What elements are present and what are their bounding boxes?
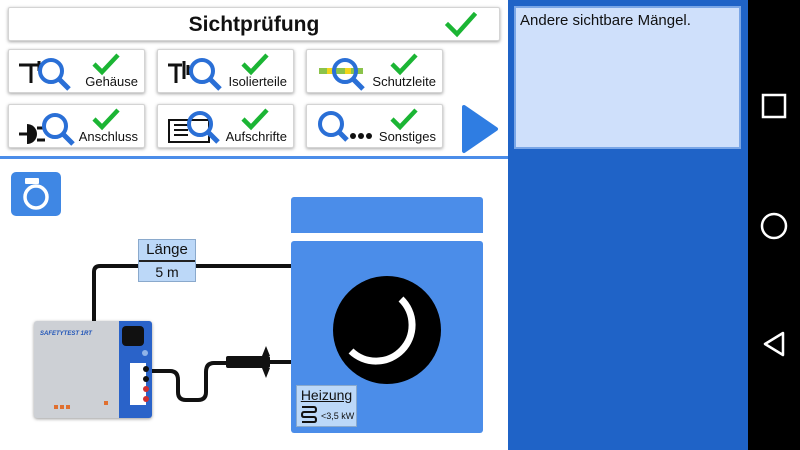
page-title: Sichtprüfung — [188, 13, 320, 36]
check-icon — [390, 53, 418, 76]
socket — [122, 326, 144, 346]
divider — [0, 156, 747, 159]
washing-machine — [291, 241, 483, 433]
length-value: 5 m — [155, 264, 179, 280]
tile-isolierteile[interactable]: Isolierteile — [157, 49, 294, 93]
safetytest-device: SAFETYTEST 1RT — [34, 321, 152, 418]
other-magnifier-icon — [318, 111, 372, 142]
tile-aufschriften[interactable]: Aufschrifte — [157, 104, 294, 148]
heating-coil-icon — [300, 406, 318, 423]
check-icon — [241, 53, 269, 76]
tile-gehaeuse[interactable]: Gehäuse — [8, 49, 145, 93]
title-bar: Sichtprüfung — [8, 7, 500, 41]
device-name: SAFETYTEST 1RT — [40, 331, 92, 337]
tile-label: Schutzleite — [372, 74, 436, 89]
plug-body — [226, 356, 270, 368]
length-title: Länge — [146, 241, 188, 258]
tile-label: Anschluss — [78, 129, 138, 144]
check-icon — [92, 53, 120, 76]
tile-schutzleiter[interactable]: Schutzleite — [306, 49, 443, 93]
heating-title: Heizung — [300, 387, 353, 403]
appliance-top — [291, 197, 483, 233]
label-magnifier-icon — [168, 111, 220, 144]
back-button[interactable] — [761, 330, 789, 358]
home-button[interactable] — [759, 211, 789, 241]
tile-label: Isolierteile — [228, 74, 287, 89]
heating-label: Heizung <3,5 kW — [296, 385, 357, 427]
notes-text: Andere sichtbare Mängel. — [520, 12, 691, 29]
housing-magnifier-icon — [19, 58, 71, 91]
tile-label: Sonstiges — [378, 129, 436, 144]
check-icon — [390, 108, 418, 131]
cable-length-label: Länge 5 m — [138, 239, 196, 282]
android-nav-bar — [748, 0, 800, 450]
check-icon — [445, 12, 477, 38]
check-icon — [92, 108, 120, 131]
drum-icon — [333, 276, 441, 384]
camera-button[interactable] — [11, 172, 61, 216]
ground-wire-magnifier-icon — [319, 58, 365, 91]
next-arrow-button[interactable] — [458, 104, 500, 154]
check-icon — [241, 108, 269, 131]
notes-field[interactable]: Andere sichtbare Mängel. — [514, 6, 741, 149]
heating-value: <3,5 kW — [321, 411, 355, 421]
tile-anschluss[interactable]: Anschluss — [8, 104, 145, 148]
tile-sonstiges[interactable]: Sonstiges — [306, 104, 443, 148]
tile-label: Aufschrifte — [225, 129, 287, 144]
plug-magnifier-icon — [19, 113, 75, 146]
recent-apps-button[interactable] — [761, 93, 787, 119]
insulation-magnifier-icon — [168, 58, 222, 91]
tile-label: Gehäuse — [85, 74, 138, 89]
